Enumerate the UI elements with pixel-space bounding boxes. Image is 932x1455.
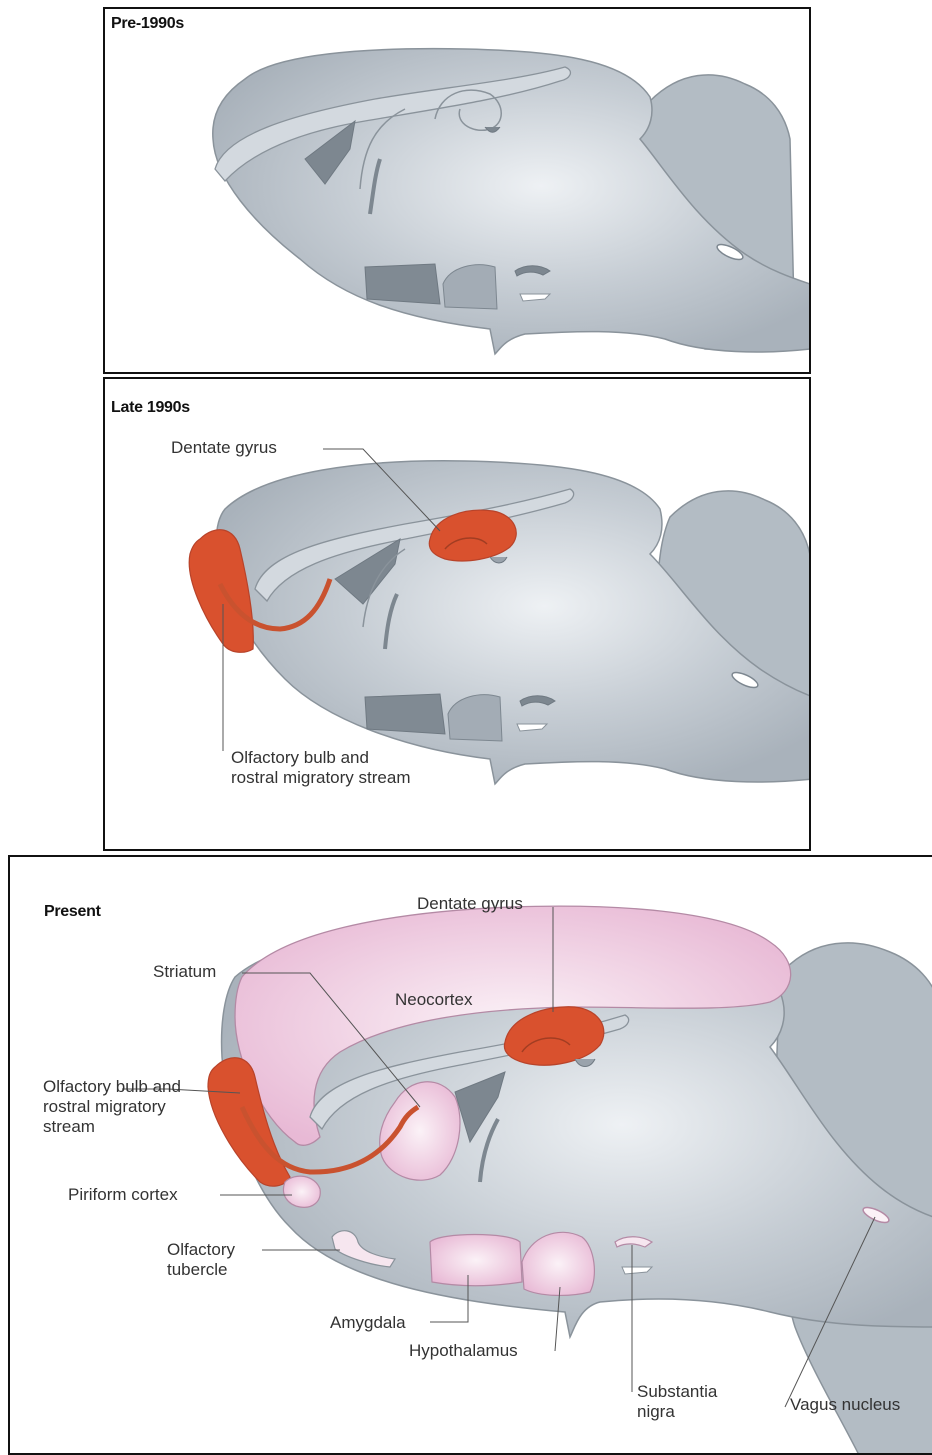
ventral-structure-left — [365, 264, 440, 304]
brain-illustration-present — [10, 857, 932, 1455]
amygdala-highlight — [430, 1235, 522, 1286]
label-hypothalamus: Hypothalamus — [409, 1341, 518, 1361]
label-olfactory-bulb: Olfactory bulb and rostral migratory str… — [43, 1077, 218, 1137]
present-panel: Present — [8, 855, 932, 1455]
label-striatum: Striatum — [153, 962, 216, 982]
piriform-cortex-highlight — [283, 1176, 320, 1207]
label-neocortex: Neocortex — [395, 990, 472, 1010]
label-piriform-cortex: Piriform cortex — [68, 1185, 178, 1205]
label-dentate-gyrus: Dentate gyrus — [417, 894, 523, 914]
label-substantia-nigra: Substantia nigra — [637, 1382, 747, 1422]
label-dentate-gyrus: Dentate gyrus — [171, 438, 277, 458]
label-amygdala: Amygdala — [330, 1313, 406, 1333]
label-vagus-nucleus: Vagus nucleus — [790, 1395, 900, 1415]
label-olfactory-bulb: Olfactory bulb and rostral migratory str… — [231, 748, 411, 788]
label-olfactory-tubercle: Olfactory tubercle — [167, 1240, 267, 1280]
brain-illustration-pre-1990s — [105, 9, 811, 374]
pre-1990s-panel: Pre-1990s — [103, 7, 811, 374]
late-1990s-panel: Late 1990s — [103, 377, 811, 851]
